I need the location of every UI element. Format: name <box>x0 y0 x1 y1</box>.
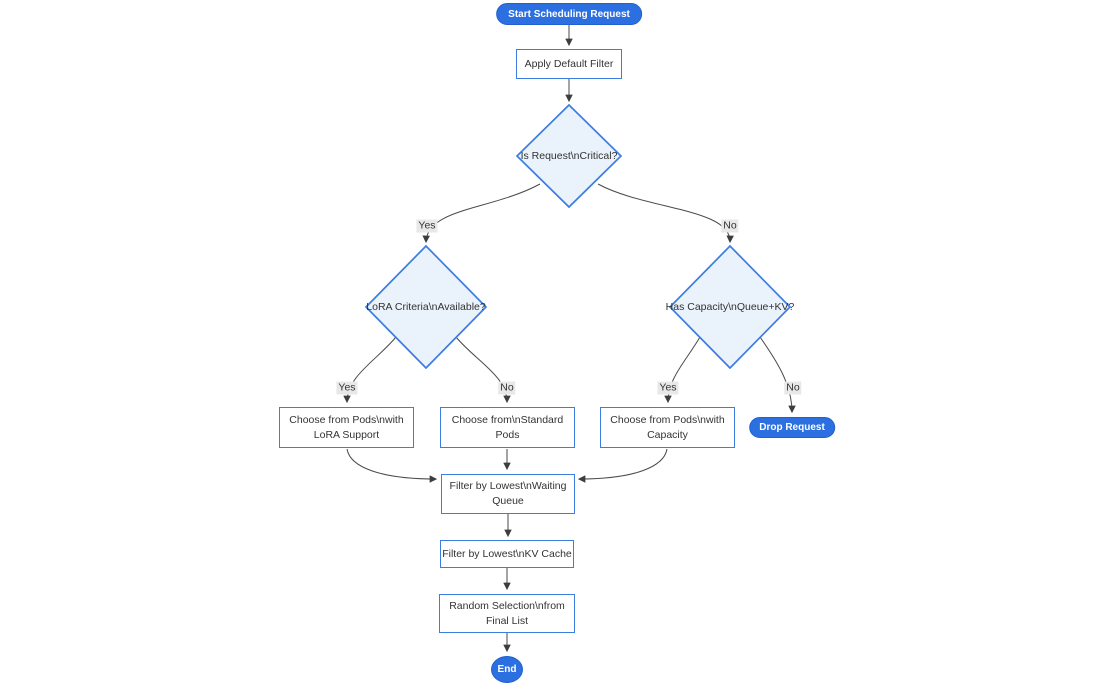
node-start-label: Start Scheduling Request <box>508 8 630 20</box>
node-has-capacity-label: Has Capacity\nQueue+KV? <box>665 301 795 313</box>
node-lora-available-label: LoRA Criteria\nAvailable? <box>366 301 486 313</box>
node-choose-lora-pods: Choose from Pods\nwith LoRA Support <box>279 407 414 448</box>
edge-lora-yes-to-choose-lora <box>343 336 397 404</box>
node-start: Start Scheduling Request <box>496 3 642 25</box>
node-random-selection-line1: Random Selection\nfrom <box>449 599 565 612</box>
edge-capacity-no-to-drop-request <box>759 336 796 414</box>
edge-choose-capacity-to-filter-queue <box>577 448 668 483</box>
node-choose-standard-pods-line1: Choose from\nStandard <box>451 413 564 426</box>
edge-lora-no-to-choose-standard <box>455 336 511 404</box>
node-filter-waiting-queue-line2: Queue <box>492 495 524 507</box>
node-filter-waiting-queue-line1: Filter by Lowest\nWaiting <box>449 480 567 492</box>
node-drop-request-label: Drop Request <box>759 422 825 433</box>
node-choose-standard-pods: Choose from\nStandard Pods <box>440 407 575 448</box>
node-filter-kv-cache-label: Filter by Lowest\nKV Cache <box>442 547 572 560</box>
node-apply-default-filter: Apply Default Filter <box>516 49 622 79</box>
edge-label-capacity-yes: Yes <box>657 381 679 395</box>
edge-capacity-yes-to-choose-capacity <box>664 336 701 404</box>
edge-label-lora-no: No <box>498 381 516 395</box>
edge-choose-lora-to-filter-queue <box>346 448 438 483</box>
node-choose-capacity-pods-line1: Choose from Pods\nwith <box>610 413 725 426</box>
decision-diamond-lora-available <box>364 244 488 370</box>
edge-label-capacity-no: No <box>784 381 802 395</box>
node-end: End <box>491 656 523 683</box>
node-choose-lora-pods-line2: LoRA Support <box>313 428 380 441</box>
node-choose-capacity-pods: Choose from Pods\nwith Capacity <box>600 407 735 448</box>
edge-is-critical-yes-to-lora <box>422 183 541 244</box>
node-end-label: End <box>497 664 517 675</box>
node-random-selection: Random Selection\nfrom Final List <box>439 594 575 633</box>
node-choose-capacity-pods-line2: Capacity <box>647 428 688 441</box>
node-filter-kv-cache: Filter by Lowest\nKV Cache <box>440 540 574 568</box>
node-apply-default-filter-label: Apply Default Filter <box>524 57 614 70</box>
node-is-critical-label: Is Request\nCritical? <box>520 150 618 162</box>
node-drop-request: Drop Request <box>749 417 835 438</box>
edge-label-lora-yes: Yes <box>336 381 358 395</box>
node-choose-lora-pods-line1: Choose from Pods\nwith <box>289 413 404 426</box>
decision-diamond-is-critical <box>515 103 623 209</box>
node-choose-standard-pods-line2: Pods <box>495 428 520 441</box>
edge-label-critical-yes: Yes <box>416 219 438 233</box>
node-filter-waiting-queue: Filter by Lowest\nWaiting Queue <box>441 474 575 514</box>
edge-label-critical-no: No <box>721 219 739 233</box>
edge-is-critical-no-to-capacity <box>597 183 734 244</box>
node-random-selection-line2: Final List <box>485 614 528 627</box>
decision-diamond-has-capacity <box>668 244 792 370</box>
